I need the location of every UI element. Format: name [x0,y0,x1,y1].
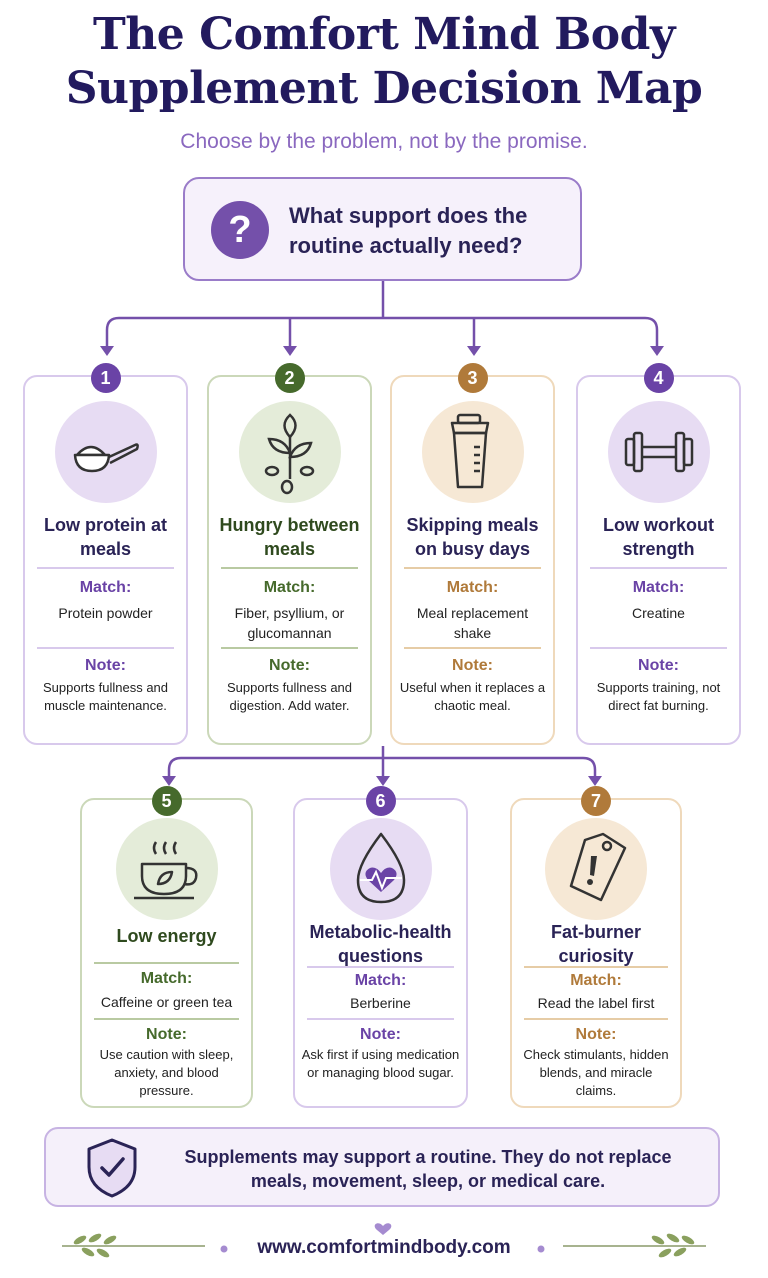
disclaimer-text: Supplements may support a routine. They … [184,1147,672,1191]
match-value: Berberine [350,995,411,1011]
warning-tag-icon [545,818,647,920]
divider [37,647,174,649]
divider [221,647,358,649]
match-value: Meal replacement shake [416,605,529,641]
option-number-badge: 2 [274,363,305,393]
divider [307,966,454,968]
note-label: Note: [85,657,126,674]
page-title: The Comfort Mind Body Supplement Decisio… [65,9,703,114]
option-card-3: 3 Skipping meals on busy days Match: Mea… [390,363,555,745]
option-title: Fat-burner curiosity [551,922,641,966]
option-number-badge: 7 [581,786,611,816]
question-icon: ? [211,201,269,259]
option-title: Low workout strength [603,515,714,559]
divider [94,1018,239,1020]
note-label: Note: [360,1026,401,1043]
note-text: Use caution with sleep, anxiety, and blo… [99,1047,234,1098]
note-label: Note: [269,657,310,674]
match-label: Match: [632,579,685,596]
plant-seeds-icon [238,401,341,503]
divider [37,567,174,569]
blood-drop-heart-icon [329,818,432,920]
divider [404,647,541,649]
match-value: Fiber, psyllium, or glucomannan [234,605,345,641]
disclaimer-box: Supplements may support a routine. They … [44,1127,720,1207]
divider [404,567,541,569]
shaker-bottle-icon [421,401,524,503]
divider [590,647,727,649]
option-card-5: 5 Low energy Match: Caffeine or green te… [80,786,253,1108]
option-number-badge: 4 [643,363,674,393]
note-label: Note: [146,1026,187,1043]
divider [307,1018,454,1020]
option-title: Metabolic-health questions [309,922,452,966]
option-number-badge: 5 [151,786,182,816]
option-number-badge: 3 [457,363,488,393]
divider [524,1018,668,1020]
option-number-badge: 1 [90,363,121,393]
option-card-6: 6 Metabolic-health questions Match: Berb… [293,786,468,1108]
divider [221,567,358,569]
option-title: Low energy [116,926,217,946]
option-title: Low protein at meals [44,515,167,559]
divider [590,567,727,569]
match-value: Protein powder [58,605,153,621]
page-subtitle: Choose by the problem, not by the promis… [180,130,588,153]
question-text: What support does the routine actually n… [289,203,528,258]
note-text: Supports fullness and digestion. Add wat… [226,680,353,713]
note-text: Supports fullness and muscle maintenance… [42,680,169,713]
shield-check-icon [87,1138,137,1198]
note-text: Useful when it replaces a chaotic meal. [399,680,546,713]
tea-cup-icon [115,818,218,920]
question-box: ? What support does the routine actually… [183,177,582,281]
match-value: Caffeine or green tea [100,994,233,1010]
option-title: Hungry between meals [219,515,360,559]
match-value: Read the label first [537,995,655,1011]
scoop-icon [54,401,157,503]
divider [524,966,668,968]
match-label: Match: [354,972,407,989]
option-card-4: 4 Low workout strength Match: Creatine N… [576,363,741,745]
note-text: Supports training, not direct fat burnin… [596,680,721,713]
note-text: Ask first if using medication or managin… [301,1047,460,1080]
option-card-7: 7 Fat-burner curiosity Match: Read the l… [510,786,682,1108]
note-text: Check stimulants, hidden blends, and mir… [523,1047,669,1098]
option-card-1: 1 Low protein at meals Match: Protein po… [23,363,188,745]
note-label: Note: [638,657,679,674]
note-label: Note: [452,657,493,674]
option-title: Skipping meals on busy days [406,515,539,559]
dumbbell-icon [607,401,710,503]
divider [94,962,239,964]
match-label: Match: [140,970,193,987]
match-label: Match: [446,579,499,596]
option-card-2: 2 Hungry between meals Match: Fiber, psy… [207,363,372,745]
option-number-badge: 6 [365,786,396,816]
match-label: Match: [570,972,622,989]
match-value: Creatine [632,605,685,621]
match-label: Match: [263,579,316,596]
note-label: Note: [575,1026,617,1043]
match-label: Match: [79,579,132,596]
website-link[interactable]: www.comfortmindbody.com [257,1237,511,1258]
